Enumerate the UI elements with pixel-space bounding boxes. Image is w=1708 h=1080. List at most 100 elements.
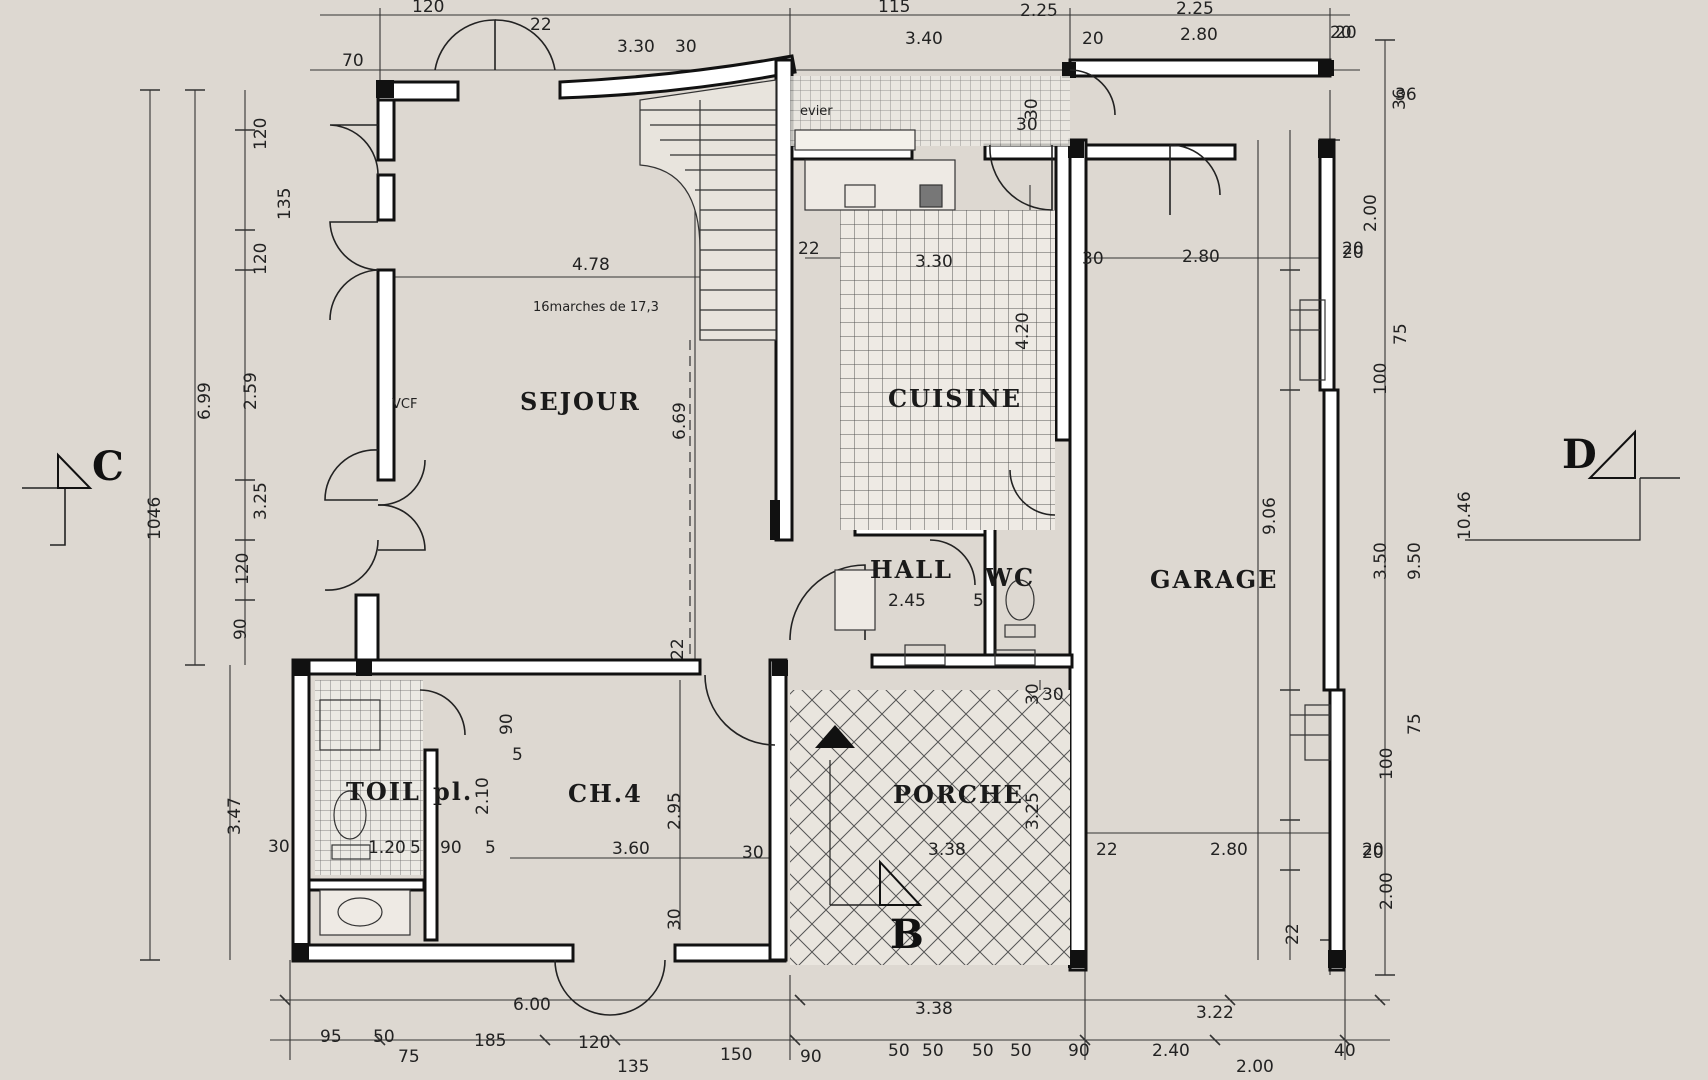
dimension-label: 2.00	[1236, 1057, 1274, 1077]
section-markers	[22, 429, 1680, 906]
dimension-label: 22	[530, 15, 552, 35]
vent-note: VCF	[392, 397, 417, 412]
dimension-label: 2.59	[241, 372, 261, 410]
dimension-label: 6.00	[513, 995, 551, 1015]
dimension-label: 75	[398, 1047, 420, 1067]
dimension-label: 2.40	[1152, 1041, 1190, 1061]
bathroom-tile-floor	[315, 680, 423, 875]
dimension-label: 5	[410, 838, 421, 858]
dimension-label: 20	[1082, 29, 1104, 49]
dimension-label: 20	[1335, 23, 1357, 43]
dimension-label: 135	[617, 1057, 649, 1077]
dimension-label: 3.30	[915, 252, 953, 272]
dimension-label: 100	[1371, 363, 1391, 395]
dimension-label: 30	[742, 843, 764, 863]
dimension-label: 120	[251, 243, 271, 275]
section-label-b: B	[890, 911, 924, 958]
dimension-label: 5	[973, 591, 984, 611]
door-swings	[324, 19, 1221, 1016]
dimension-label: 50	[373, 1027, 395, 1047]
dimension-label: 3.50	[1371, 542, 1391, 580]
dimension-label: 30	[665, 908, 685, 930]
dimension-label: 2.10	[473, 777, 493, 815]
dimension-label: 3.47	[225, 797, 245, 835]
dimension-label: 22	[1096, 840, 1118, 860]
dimension-label: 30	[1042, 685, 1064, 705]
room-label-cuisine: CUISINE	[888, 384, 1022, 413]
dimension-label: 3.60	[612, 839, 650, 859]
dimension-label: 30	[1023, 683, 1043, 705]
dimension-label: 50	[972, 1041, 994, 1061]
room-label-wc: WC	[984, 563, 1035, 592]
dimension-label: 30	[1016, 115, 1038, 135]
dimension-label: 3.40	[905, 29, 943, 49]
section-label-d: D	[1562, 431, 1597, 478]
dimension-label: 2.80	[1210, 840, 1248, 860]
dimension-label: 150	[720, 1045, 752, 1065]
dimension-label: 2.00	[1377, 872, 1397, 910]
dimension-label: 22	[668, 638, 688, 660]
dimension-label: 2.95	[665, 792, 685, 830]
section-label-c: C	[92, 443, 124, 490]
dimension-label: 135	[275, 188, 295, 220]
room-label-garage: GARAGE	[1150, 565, 1278, 594]
dimension-label: 2.80	[1180, 25, 1218, 45]
dimension-label: 20	[1362, 843, 1384, 863]
fixtures	[319, 129, 1331, 936]
dimension-label: 90	[497, 713, 517, 735]
dimension-label: 50	[922, 1041, 944, 1061]
dimension-label: 30	[675, 37, 697, 57]
dimension-label: 120	[412, 0, 444, 17]
dimension-label: 3.38	[915, 999, 953, 1019]
dimension-label: 6.69	[670, 402, 690, 440]
dimension-label: 20	[1362, 840, 1384, 860]
dimension-label: 5	[485, 838, 496, 858]
dimension-label: 10.46	[1455, 491, 1475, 540]
dimension-label: 90	[800, 1047, 822, 1067]
right-dimensions: 36 2.00 20 75 100 9.06 3.50 9.50 10.46 7…	[1260, 88, 1475, 945]
dimension-label: 75	[1405, 713, 1425, 735]
dimension-label: 30	[1022, 98, 1042, 120]
room-label-sejour: SEJOUR	[520, 387, 641, 416]
interior-dimensions: 4.78 6.69 3.30 4.20 2.80 30 20 22 2.45 5…	[368, 98, 1384, 930]
bottom-dimensions: 6.00 3.38 3.22 95 50 75 185 120 135 150 …	[320, 995, 1356, 1077]
room-label-toil: TOIL	[346, 777, 421, 806]
dimension-label: 30	[1082, 249, 1104, 269]
dimension-label: 90	[440, 838, 462, 858]
stairs-note: 16marches de 17,3	[533, 300, 659, 315]
dimension-label: 50	[1010, 1041, 1032, 1061]
dimension-label: 4.78	[572, 255, 610, 275]
dimension-label: 75	[1391, 323, 1411, 345]
dimension-label: 36	[1395, 85, 1417, 105]
dimension-label: 90	[1068, 1041, 1090, 1061]
dimension-label: 2.00	[1361, 194, 1381, 232]
room-label-pl: pl.	[433, 777, 473, 806]
room-label-ch4: CH.4	[568, 779, 643, 808]
dimension-label: 20	[1342, 239, 1364, 259]
dimension-label: 3.30	[617, 37, 655, 57]
dimension-label: 50	[888, 1041, 910, 1061]
room-label-hall: HALL	[870, 555, 953, 584]
dimension-label: 40	[1334, 1041, 1356, 1061]
dimension-label: 95	[320, 1027, 342, 1047]
dimension-label: 3.38	[928, 840, 966, 860]
kitchen-top-note: evier	[800, 104, 833, 119]
left-dimensions: 1046 6.99 2.59 120 120 135 120 3.25 90 3…	[145, 118, 295, 857]
dimension-label: 185	[474, 1031, 506, 1051]
dimension-label: 20	[1330, 23, 1352, 43]
dimension-label: 3.25	[1023, 792, 1043, 830]
top-dimensions: 120 22 3.30 115 2.25 2.25 20 70 30 3.40 …	[342, 0, 1417, 135]
dimension-label: 70	[342, 51, 364, 71]
dimension-label: 6.99	[195, 382, 215, 420]
dimension-label: 2.80	[1182, 247, 1220, 267]
dimension-label: 2.25	[1020, 1, 1058, 21]
dimension-label: 5	[512, 745, 523, 765]
room-label-porche: PORCHE	[893, 780, 1024, 809]
dimension-label: 4.20	[1013, 312, 1033, 350]
dimension-label: 100	[1377, 748, 1397, 780]
dimension-label: 120	[578, 1033, 610, 1053]
dimension-label: 20	[1342, 243, 1364, 263]
dimension-label: 3.22	[1196, 1003, 1234, 1023]
dimension-label: 36	[1390, 88, 1410, 110]
